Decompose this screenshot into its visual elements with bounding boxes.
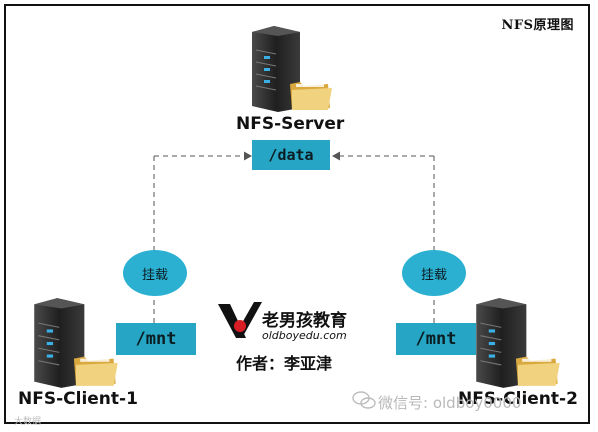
server-share-path: /data: [252, 140, 330, 170]
oldboy-logo-icon: [218, 302, 262, 338]
diagram-frame: [4, 4, 590, 424]
client1-label: NFS-Client-1: [18, 389, 138, 409]
arrow-into-share-right: [332, 151, 340, 161]
client2-label: NFS-Client-2: [458, 389, 578, 409]
client1-server-icon: [34, 298, 118, 388]
client2-mount-label: 挂载: [420, 267, 447, 283]
client2-mount-point: /mnt: [396, 323, 476, 355]
client2-server-icon: [476, 298, 560, 388]
client1-mount-ellipse: 挂载: [123, 250, 187, 296]
diagram-title: NFS原理图: [501, 18, 574, 33]
wechat-icon: [352, 391, 376, 409]
server-icon: [252, 26, 332, 112]
client1-mount-label: 挂载: [141, 267, 168, 283]
server-label: NFS-Server: [236, 114, 345, 134]
logo-cn-text: 老男孩教育: [262, 311, 347, 331]
client1-mount-point: /mnt: [116, 323, 196, 355]
wechat-watermark: 微信号: oldboy0000: [378, 394, 522, 412]
client2-mount-ellipse: 挂载: [402, 250, 466, 296]
author-text: 作者：李亚津: [236, 354, 333, 373]
logo-url-text: oldboyedu.com: [262, 329, 347, 342]
arrow-into-share-left: [244, 151, 252, 161]
left-watermark: 大数据: [14, 417, 42, 427]
